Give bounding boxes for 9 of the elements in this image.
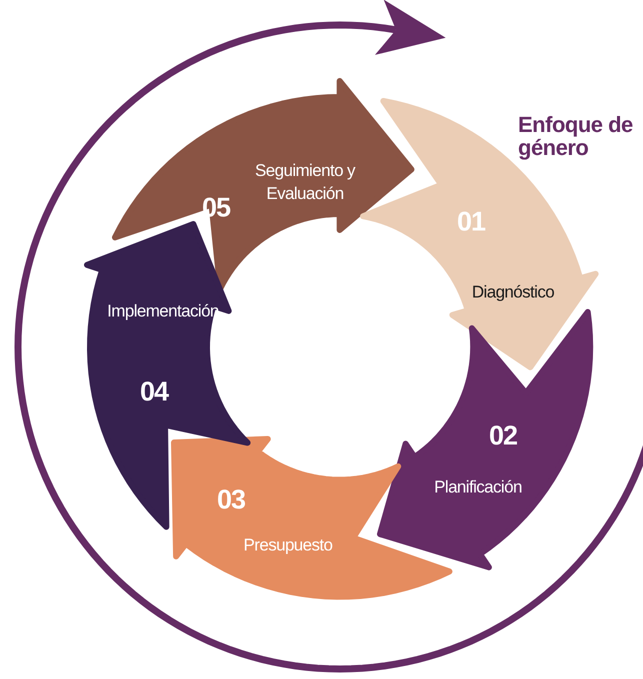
step-label: Presupuesto <box>242 534 334 557</box>
step-label: Planificación <box>433 476 523 499</box>
step-number: 02 <box>488 420 517 452</box>
step-label: Seguimiento y Evaluación <box>254 160 356 205</box>
step-number: 04 <box>140 376 168 408</box>
step-number: 01 <box>456 206 485 238</box>
step-number: 03 <box>216 484 245 516</box>
step-label: Diagnóstico <box>470 282 556 304</box>
heading-note: Enfoque de género <box>518 113 634 160</box>
